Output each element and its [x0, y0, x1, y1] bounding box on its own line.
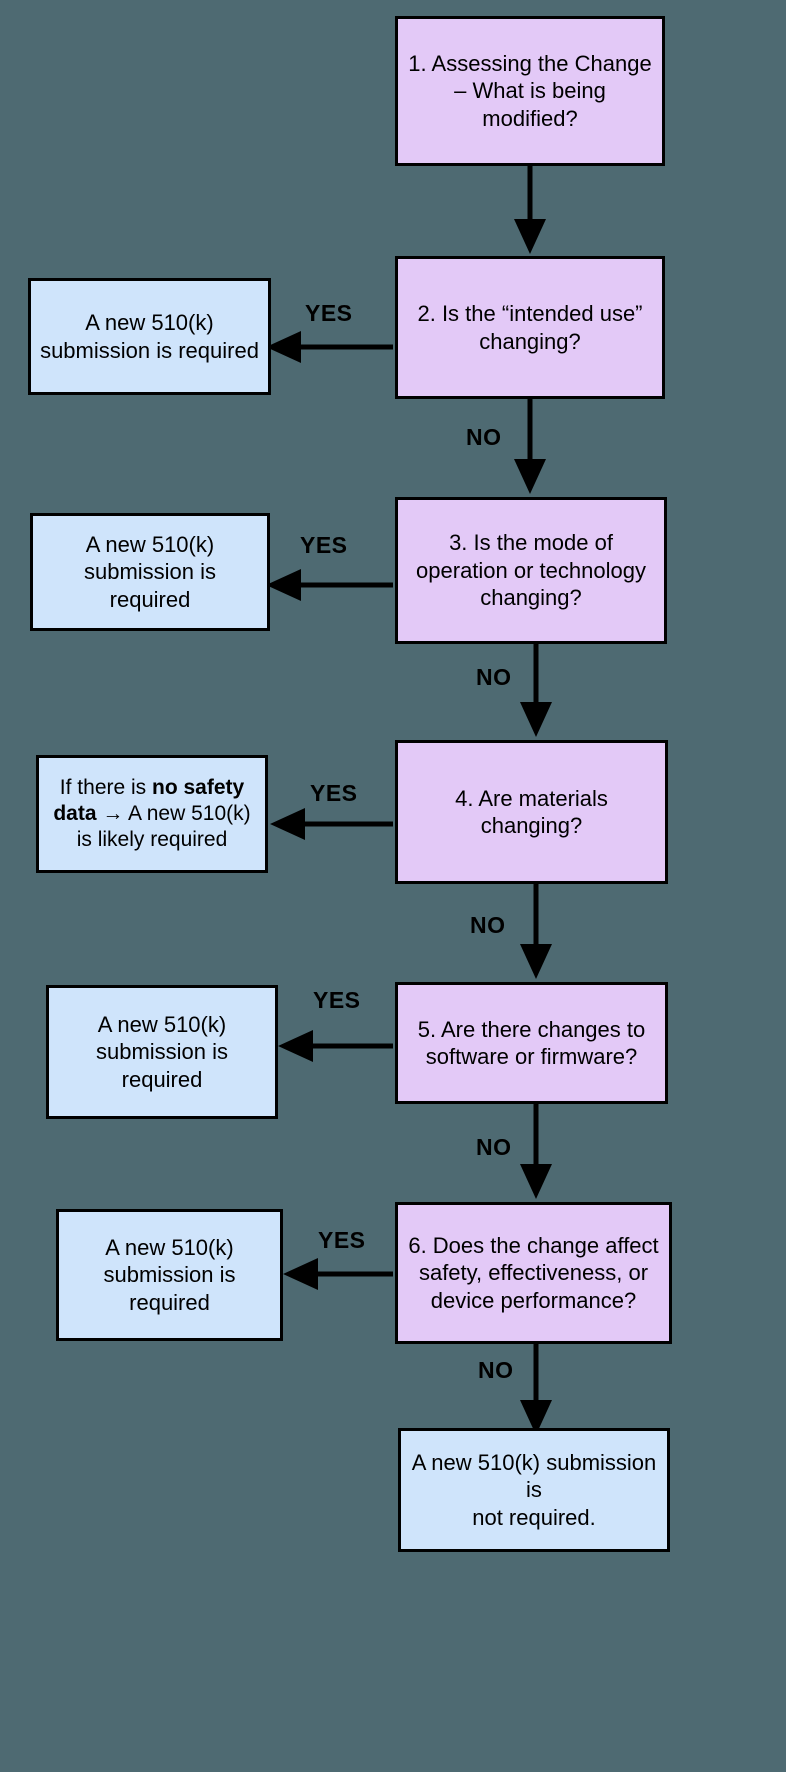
- node-step2-intended-use[interactable]: 2. Is the “intended use” changing?: [395, 256, 665, 399]
- node-step6-label: 6. Does the change affect safety, effect…: [408, 1232, 659, 1313]
- node-step5-yes-outcome[interactable]: A new 510(k) submission is required: [46, 985, 278, 1119]
- edge-label-yes-step3: YES: [300, 532, 348, 558]
- step4-yes-text-bold: no safety data: [53, 775, 245, 825]
- step4-yes-text-post: → A new 510(k) is likely required: [76, 801, 251, 852]
- edge-label-no-step2: NO: [466, 424, 502, 450]
- node-step3-yes-outcome[interactable]: A new 510(k) submission is required: [30, 513, 270, 631]
- edge-label-yes-step6: YES: [318, 1227, 366, 1253]
- node-step6-yes-label: A new 510(k) submission is required: [103, 1234, 236, 1315]
- node-step4-label: 4. Are materials changing?: [455, 785, 608, 839]
- edge-label-yes-step2: YES: [305, 300, 353, 326]
- node-step5-software-firmware[interactable]: 5. Are there changes to software or firm…: [395, 982, 668, 1104]
- edge-label-no-step5: NO: [476, 1134, 512, 1160]
- node-step4-materials[interactable]: 4. Are materials changing?: [395, 740, 668, 884]
- node-step4-yes-outcome[interactable]: If there is no safety data → A new 510(k…: [36, 755, 268, 873]
- node-step5-yes-label: A new 510(k) submission is required: [95, 1011, 229, 1092]
- node-step3-mode-of-operation[interactable]: 3. Is the mode of operation or technolog…: [395, 497, 667, 644]
- edge-label-no-step3: NO: [476, 664, 512, 690]
- step4-yes-text-pre: If there is: [59, 775, 152, 799]
- edge-label-no-step4: NO: [470, 912, 506, 938]
- node-step2-yes-label: A new 510(k) submission is required: [40, 310, 259, 363]
- node-step1-assessing-change[interactable]: 1. Assessing the Change – What is being …: [395, 16, 665, 166]
- node-step4-yes-label: If there is no safety data → A new 510(k…: [47, 775, 257, 854]
- node-final-label: A new 510(k) submission is not required.: [411, 1449, 657, 1530]
- node-step2-yes-outcome[interactable]: A new 510(k) submission is required: [28, 278, 271, 395]
- node-final-not-required[interactable]: A new 510(k) submission is not required.: [398, 1428, 670, 1552]
- node-step3-yes-label: A new 510(k) submission is required: [83, 531, 217, 612]
- node-step5-label: 5. Are there changes to software or firm…: [417, 1016, 646, 1070]
- edge-label-yes-step5: YES: [313, 987, 361, 1013]
- edge-label-yes-step4: YES: [310, 780, 358, 806]
- node-step3-label: 3. Is the mode of operation or technolog…: [416, 530, 646, 611]
- node-step1-label: 1. Assessing the Change – What is being …: [408, 50, 652, 131]
- node-step6-safety-effectiveness[interactable]: 6. Does the change affect safety, effect…: [395, 1202, 672, 1344]
- node-step6-yes-outcome[interactable]: A new 510(k) submission is required: [56, 1209, 283, 1341]
- node-step2-label: 2. Is the “intended use” changing?: [417, 301, 643, 354]
- edge-label-no-step6: NO: [478, 1357, 514, 1383]
